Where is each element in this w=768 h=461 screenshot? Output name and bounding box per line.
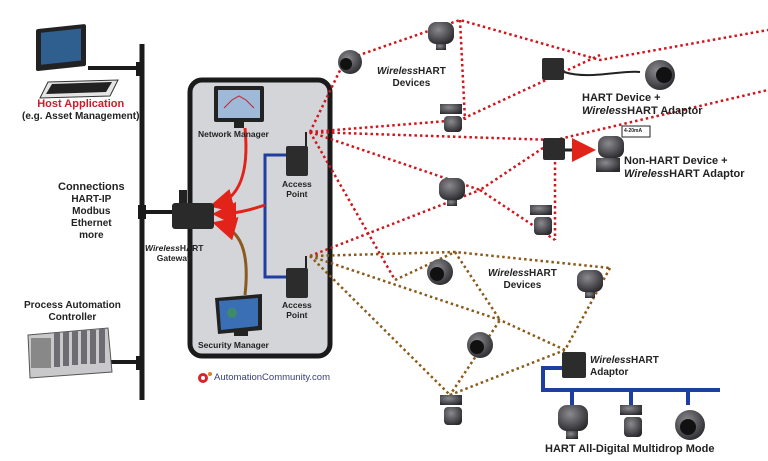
controller-line1: Process Automation: [24, 300, 121, 311]
host-subtitle: (e.g. Asset Management): [22, 111, 140, 122]
access-point-top-icon: [286, 132, 308, 176]
flowmeter-icon: [467, 332, 493, 358]
connections-title: Connections: [58, 181, 125, 193]
manager-arrows: [209, 127, 266, 296]
mesh-links-red: [308, 18, 768, 281]
nonhart-transmitter-icon: [596, 136, 624, 172]
ap-top-line2: Point: [286, 189, 308, 199]
backbone-bus: [88, 44, 175, 400]
signal-label: 4-20mA: [624, 128, 643, 134]
multidrop-adapter-italic: Wireless: [590, 355, 632, 366]
gateway-bold: HART: [179, 243, 204, 253]
host-computer-icon: [36, 24, 119, 99]
flowmeter-icon: [675, 410, 705, 440]
nonhart-adapter-icon: [543, 138, 565, 160]
devices-bottom-label: WirelessHART Devices: [488, 268, 557, 292]
multidrop-adapter-bold: HART: [631, 355, 659, 366]
connection-item: HART-IP: [71, 194, 112, 205]
flowmeter-icon: [427, 259, 453, 285]
hart-adapter-label: HART Device + WirelessHART Adaptor: [582, 92, 703, 118]
security-manager-label: Security Manager: [198, 340, 269, 350]
network-manager-label: Network Manager: [198, 129, 269, 139]
hart-adapter-icon: [542, 58, 564, 80]
access-point-bottom-label: Access Point: [282, 300, 312, 320]
mesh-links-brown: [309, 250, 612, 397]
nonhart-adapter-italic: Wireless: [624, 168, 670, 180]
transmitter-icon: [577, 270, 603, 298]
hart-device-flowmeter-icon: [645, 60, 675, 90]
ap-bottom-line1: Access: [282, 300, 312, 310]
multidrop-adapter-label: WirelessHART Adaptor: [590, 355, 659, 379]
multidrop-adapter-line2: Adaptor: [590, 367, 629, 378]
host-application-label: Host Application (e.g. Asset Management): [22, 98, 139, 123]
access-point-top-label: Access Point: [282, 179, 312, 199]
multidrop-mode-label: HART All-Digital Multidrop Mode: [545, 443, 715, 455]
ap-bottom-line2: Point: [286, 310, 308, 320]
controller-icon: [27, 327, 113, 379]
access-point-bottom-icon: [286, 256, 308, 298]
devices-top-line2: Devices: [392, 78, 431, 89]
multidrop-bus: [541, 366, 720, 405]
gateway-italic: Wireless: [145, 243, 180, 253]
gateway-icon: [172, 190, 214, 229]
network-manager-icon: [214, 86, 264, 128]
hart-adapter-bold: HART Adaptor: [627, 105, 703, 117]
transmitter-icon: [558, 405, 588, 439]
flowmeter-icon: [338, 50, 362, 74]
ap-backhaul-link: [263, 153, 290, 279]
devices-bottom-line2: Devices: [503, 280, 542, 291]
ap-top-line1: Access: [282, 179, 312, 189]
controller-label: Process Automation Controller: [24, 300, 121, 324]
devices-top-bold: HART: [418, 66, 446, 77]
brand-link[interactable]: AutomationCommunity.com: [214, 372, 330, 383]
transmitter-icon: [428, 22, 454, 50]
security-manager-icon: [215, 294, 262, 336]
connection-item: more: [79, 230, 104, 241]
devices-bottom-italic: Wireless: [488, 268, 530, 279]
multidrop-devices: [558, 405, 705, 440]
valve-icon: [440, 395, 462, 425]
adapters: [542, 58, 651, 378]
devices-bottom-bold: HART: [529, 268, 557, 279]
valve-icon: [440, 104, 462, 132]
nonhart-adapter-label: Non-HART Device + WirelessHART Adaptor: [624, 155, 745, 181]
multidrop-adapter-icon: [562, 352, 586, 378]
nonhart-adapter-bold: HART Adaptor: [669, 168, 745, 180]
devices-top-italic: Wireless: [377, 66, 419, 77]
host-title: Host Application: [37, 98, 125, 110]
hart-adapter-italic: Wireless: [582, 105, 628, 117]
brand-logo-icon: [198, 372, 212, 383]
connections-label: Connections HART-IP Modbus Ethernet more: [58, 181, 125, 242]
connection-item: Modbus: [72, 206, 111, 217]
valve-icon: [620, 405, 642, 437]
transmitter-icon: [439, 178, 465, 206]
gateway-line2: Gateway: [156, 253, 192, 263]
controller-line2: Controller: [48, 312, 97, 323]
connection-item: Ethernet: [71, 218, 112, 229]
hart-adapter-line1: HART Device +: [582, 92, 661, 104]
field-devices: [338, 22, 675, 425]
devices-top-label: WirelessHART Devices: [377, 66, 446, 90]
gateway-label: WirelessHART Gateway: [145, 243, 204, 263]
valve-icon: [530, 205, 552, 235]
nonhart-adapter-line1: Non-HART Device +: [624, 155, 728, 167]
